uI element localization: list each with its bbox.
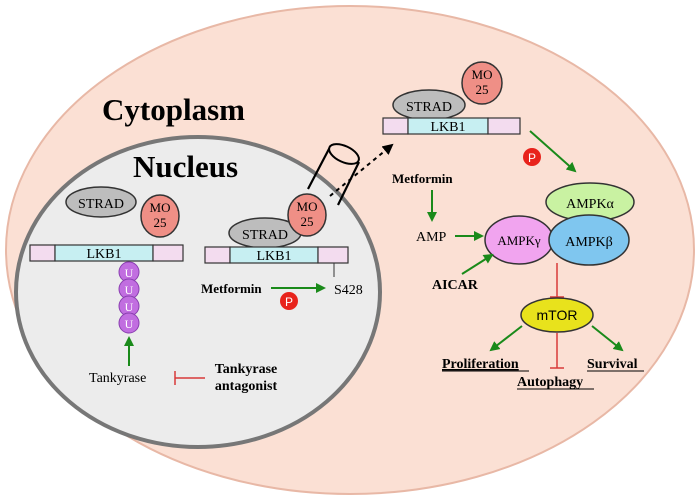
strad-nuclear-label: STRAD: [78, 197, 124, 212]
survival-label: Survival: [587, 357, 638, 372]
nucleus-title: Nucleus: [133, 149, 238, 184]
autophagy-label: Autophagy: [517, 375, 583, 390]
strad-exporting-label: STRAD: [242, 228, 288, 243]
ampk-alpha-label: AMPKα: [566, 197, 614, 212]
ampk-beta-label: AMPKβ: [565, 235, 613, 250]
phospho-nuclear: [280, 292, 298, 310]
s428-label: S428: [334, 283, 363, 298]
mtor-label: mTOR: [537, 307, 578, 323]
ubiquitin-label-1: U: [125, 266, 134, 280]
strad-cytoplasmic-label: STRAD: [406, 100, 452, 115]
lkb1-nuclear-label: LKB1: [87, 247, 122, 262]
mtor-survival-arrow: [591, 325, 624, 352]
aicar-ampk-arrow: [461, 253, 494, 275]
ampk-beta: [548, 214, 630, 266]
strad-nuclear: [65, 186, 137, 218]
tankyrase-label: Tankyrase: [89, 371, 146, 386]
lkb1-nuclear: [29, 244, 184, 262]
mo25-cytoplasmic-label-1: MO: [472, 67, 493, 82]
cytoplasm-title: Cytoplasm: [102, 92, 245, 127]
mo25-cytoplasmic-label-2: 25: [476, 82, 489, 97]
ubiquitin-label-3: U: [125, 300, 134, 314]
mo25-nuclear-label-2: 25: [154, 215, 167, 230]
lkb1-ampk-arrow: [529, 130, 577, 173]
ampk-gamma-label: AMPKγ: [497, 233, 541, 248]
aicar-label: AICAR: [432, 278, 479, 293]
ubiquitin-label-2: U: [125, 283, 134, 297]
mo25-exporting: [287, 193, 327, 237]
mtor: [520, 297, 594, 333]
metformin-nuclear-label: Metformin: [201, 281, 262, 296]
ubiquitin-label-4: U: [125, 317, 134, 331]
tankyrase-inhibition-symbol: [174, 371, 205, 385]
lkb1-cytoplasmic: [382, 117, 521, 135]
mtor-proliferation-arrow: [489, 325, 523, 352]
ampk-mtor-inhibition: [550, 263, 564, 298]
tankyrase-antagonist-label-1: Tankyrase: [215, 362, 278, 377]
mo25-nuclear-label-1: MO: [150, 200, 171, 215]
mo25-nuclear: [140, 194, 180, 238]
lkb1-cytoplasmic-label: LKB1: [431, 120, 466, 135]
metformin-cytoplasmic-label: Metformin: [392, 171, 453, 186]
nuclear-export-arrow: [329, 143, 394, 197]
proliferation-label: Proliferation: [442, 357, 519, 372]
tankyrase-antagonist-label-2: antagonist: [215, 379, 278, 394]
mo25-exporting-label-2: 25: [301, 214, 314, 229]
phospho-cytoplasmic: [523, 148, 541, 166]
nuclear-pore: [307, 143, 360, 206]
mo25-exporting-label-1: MO: [297, 199, 318, 214]
lkb1-exporting-label: LKB1: [257, 249, 292, 264]
mtor-autophagy-inhibition: [550, 333, 564, 369]
amp-label: AMP: [416, 230, 447, 245]
mo25-cytoplasmic: [461, 61, 503, 105]
phospho-cytoplasmic-label: P: [528, 151, 536, 165]
ubiquitin-chain: [118, 261, 140, 334]
phospho-nuclear-label: P: [285, 295, 293, 309]
lkb1-exporting: [204, 246, 349, 264]
